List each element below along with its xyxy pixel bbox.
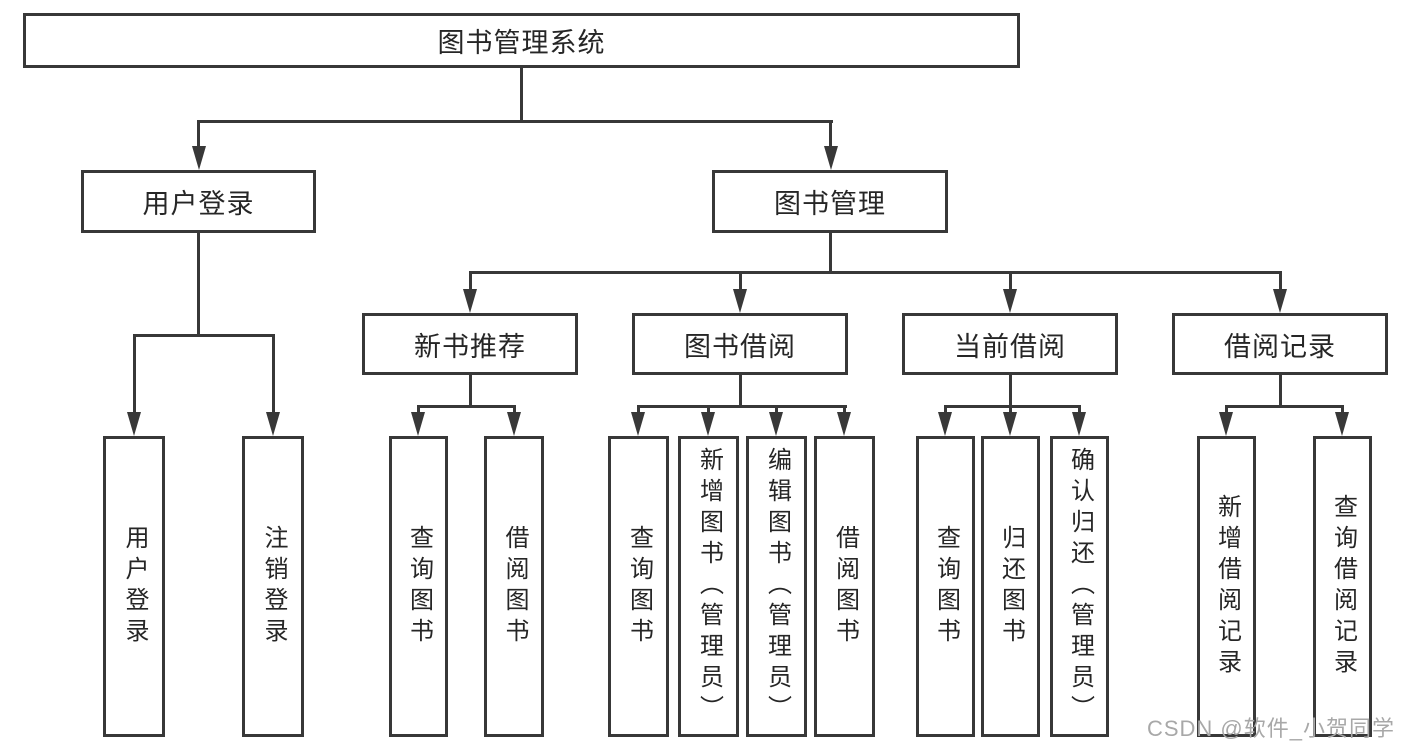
- node-book-borrowing-label: 图书借阅: [684, 331, 796, 362]
- node-user-login-label: 用户登录: [142, 189, 255, 219]
- connector-records-crossbar: [1225, 405, 1344, 408]
- arrowhead-bb-borrow: [837, 412, 851, 436]
- leaf-user-login-label: 用户登录: [121, 524, 148, 649]
- connector-drop-book-borrowing: [739, 271, 742, 291]
- connector-drop-bb-edit: [775, 405, 778, 414]
- arrowhead-bb-add: [701, 412, 715, 436]
- node-new-book-recommend-label: 新书推荐: [414, 331, 526, 362]
- leaf-current-query-books-label: 查询图书: [932, 524, 960, 649]
- connector-bookborrow-crossbar: [637, 405, 847, 408]
- root-node-library-system: 图书管理系统: [23, 13, 1020, 68]
- leaf-user-login: 用户登录: [103, 436, 165, 737]
- connector-drop-cb-return: [1009, 405, 1012, 414]
- node-book-management-label: 图书管理: [774, 189, 886, 219]
- leaf-current-return-books-label: 归还图书: [997, 524, 1025, 649]
- arrowhead-leaf-logout: [266, 412, 280, 436]
- connector-drop-leaf-login: [133, 334, 136, 414]
- arrowhead-nb-query: [411, 412, 425, 436]
- connector-newbook-stem: [469, 375, 472, 408]
- connector-userlogin-stem: [197, 233, 200, 337]
- arrowhead-book-mgmt: [824, 146, 838, 170]
- connector-root-stem: [520, 68, 523, 123]
- node-book-borrowing: 图书借阅: [632, 313, 848, 375]
- connector-drop-bb-query: [637, 405, 640, 414]
- leaf-newbook-borrow-books-label: 借阅图书: [501, 524, 528, 649]
- node-borrowing-records-label: 借阅记录: [1224, 331, 1336, 362]
- arrowhead-leaf-login: [127, 412, 141, 436]
- connector-drop-cb-confirm: [1078, 405, 1081, 414]
- leaf-newbook-query-books: 查询图书: [389, 436, 448, 737]
- node-new-book-recommend: 新书推荐: [362, 313, 578, 375]
- leaf-borrow-query-books: 查询图书: [608, 436, 669, 737]
- connector-drop-nb-query: [417, 405, 420, 414]
- arrowhead-br-add: [1219, 412, 1233, 436]
- leaf-borrow-borrow-books-label: 借阅图书: [831, 524, 859, 649]
- leaf-logout: 注销登录: [242, 436, 304, 737]
- connector-bookmgmt-stem: [829, 233, 832, 274]
- leaf-current-query-books: 查询图书: [916, 436, 975, 737]
- connector-currentborrow-stem: [1009, 375, 1012, 408]
- leaf-borrow-add-books-admin: 新增图书（管理员）: [678, 436, 739, 737]
- connector-newbook-crossbar: [417, 405, 516, 408]
- leaf-borrow-query-books-label: 查询图书: [625, 524, 653, 649]
- arrowhead-current-borrowing: [1003, 289, 1017, 313]
- node-book-management: 图书管理: [712, 170, 948, 233]
- arrowhead-cb-query: [938, 412, 952, 436]
- leaf-borrow-add-books-admin-label: 新增图书（管理员）: [695, 447, 723, 726]
- leaf-logout-label: 注销登录: [260, 524, 287, 649]
- connector-drop-bb-borrow: [843, 405, 846, 414]
- connector-bookborrow-stem: [739, 375, 742, 408]
- node-user-login: 用户登录: [81, 170, 316, 233]
- connector-userlogin-crossbar: [133, 334, 275, 337]
- connector-drop-book-mgmt: [829, 120, 832, 148]
- connector-drop-current-borrowing: [1009, 271, 1012, 291]
- arrowhead-bb-edit: [769, 412, 783, 436]
- arrowhead-br-query: [1335, 412, 1349, 436]
- connector-drop-borrowing-records: [1279, 271, 1282, 291]
- leaf-records-query-record: 查询借阅记录: [1313, 436, 1372, 737]
- root-node-label: 图书管理系统: [437, 28, 606, 58]
- leaf-borrow-borrow-books: 借阅图书: [814, 436, 875, 737]
- leaf-borrow-edit-books-admin: 编辑图书（管理员）: [746, 436, 807, 737]
- connector-drop-nb-borrow: [513, 405, 516, 414]
- leaf-current-confirm-return-admin-label: 确认归还（管理员）: [1066, 447, 1094, 726]
- arrowhead-new-book: [463, 289, 477, 313]
- arrowhead-bb-query: [631, 412, 645, 436]
- connector-drop-leaf-logout: [272, 334, 275, 414]
- connector-currentborrow-crossbar: [944, 405, 1081, 408]
- connector-drop-br-add: [1225, 405, 1228, 414]
- connector-drop-user-login: [197, 120, 200, 148]
- arrowhead-book-borrowing: [733, 289, 747, 313]
- arrowhead-nb-borrow: [507, 412, 521, 436]
- connector-drop-bb-add: [707, 405, 710, 414]
- csdn-watermark: CSDN @软件_小贺同学: [1146, 716, 1395, 741]
- arrowhead-cb-confirm: [1072, 412, 1086, 436]
- leaf-records-add-record-label: 新增借阅记录: [1213, 493, 1241, 680]
- leaf-records-add-record: 新增借阅记录: [1197, 436, 1256, 737]
- connector-drop-br-query: [1341, 405, 1344, 414]
- leaf-borrow-edit-books-admin-label: 编辑图书（管理员）: [763, 447, 791, 726]
- leaf-newbook-query-books-label: 查询图书: [405, 524, 433, 649]
- connector-root-crossbar: [197, 120, 833, 123]
- arrowhead-user-login: [192, 146, 206, 170]
- arrowhead-borrowing-records: [1273, 289, 1287, 313]
- node-current-borrowing-label: 当前借阅: [954, 331, 1066, 362]
- connector-drop-cb-query: [944, 405, 947, 414]
- leaf-current-confirm-return-admin: 确认归还（管理员）: [1050, 436, 1109, 737]
- connector-records-stem: [1279, 375, 1282, 408]
- leaf-newbook-borrow-books: 借阅图书: [484, 436, 544, 737]
- connector-drop-new-book: [469, 271, 472, 291]
- node-borrowing-records: 借阅记录: [1172, 313, 1388, 375]
- node-current-borrowing: 当前借阅: [902, 313, 1118, 375]
- leaf-current-return-books: 归还图书: [981, 436, 1040, 737]
- leaf-records-query-record-label: 查询借阅记录: [1329, 493, 1357, 680]
- arrowhead-cb-return: [1003, 412, 1017, 436]
- connector-bookmgmt-crossbar: [469, 271, 1282, 274]
